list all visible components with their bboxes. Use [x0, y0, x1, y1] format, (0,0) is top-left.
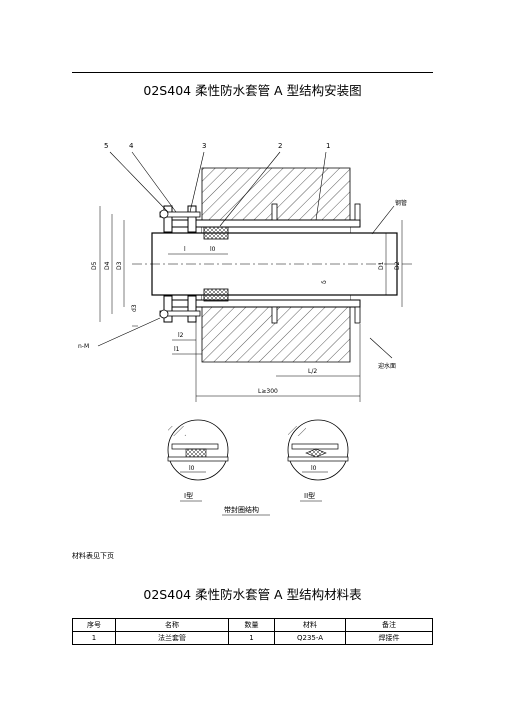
callout-2: 2: [278, 142, 282, 150]
wing-ring-bottom-b: [354, 306, 361, 324]
dim-l: l: [184, 246, 186, 253]
detail-1-dim: l0: [189, 465, 195, 472]
table-row: 1 法兰套管 1 Q235-A 焊接件: [72, 631, 433, 645]
table-cell: Q235-A: [274, 631, 346, 645]
nut-bottom: [159, 309, 169, 319]
header-cell: 数量: [228, 618, 275, 632]
nut-top: [159, 209, 169, 219]
dim-l-half: L/2: [308, 368, 317, 375]
materials-table: 序号 名称 数量 材料 备注 1 法兰套管 1 Q235-A 焊接件: [72, 618, 433, 645]
callout-1: 1: [326, 142, 330, 150]
table-title: 02S404 柔性防水套管 A 型结构材料表: [143, 587, 362, 602]
detail-2-dim: l0: [311, 465, 317, 472]
sleeve-bottom: [169, 299, 361, 308]
label-d4: D4: [104, 261, 111, 270]
label-d2: D2: [394, 261, 401, 270]
table-cell: 法兰套管: [115, 631, 229, 645]
header-cell: 名称: [115, 618, 229, 632]
dim-l0: l0: [210, 246, 216, 253]
header-cell: 材料: [274, 618, 346, 632]
label-delta: δ: [321, 280, 328, 284]
note-steel-pipe: 钢管: [395, 199, 407, 207]
seal-ring-top: [203, 226, 229, 240]
header-rule: [72, 72, 433, 73]
detail-title: 带封圈结构: [224, 505, 259, 514]
dim-n-m: n-M: [78, 343, 89, 350]
header-cell: 序号: [72, 618, 116, 632]
callout-4: 4: [129, 142, 134, 150]
label-d1: D1: [378, 261, 385, 270]
table-cell: 1: [228, 631, 275, 645]
wing-ring-bottom-a: [271, 306, 278, 324]
seal-ring-bottom: [203, 288, 229, 302]
dim-l1: l1: [174, 346, 180, 353]
installation-drawing: 5 4 3 2 1 D5 D4 D3 D1 D2 d3 δ l l0 l2 l1…: [78, 142, 412, 516]
header-cell: 备注: [345, 618, 433, 632]
flange-bottom: [163, 295, 173, 323]
note-next-page: 材料表见下页: [72, 552, 114, 560]
detail-type-2: l0: [287, 419, 349, 481]
dim-l2: l2: [178, 332, 184, 339]
detail-2-caption: II型: [304, 491, 315, 500]
table-cell: 焊接件: [345, 631, 433, 645]
wing-ring-top-b: [354, 203, 361, 221]
gland-bottom: [187, 295, 197, 323]
gland-top: [187, 205, 197, 233]
table-cell: 1: [72, 631, 116, 645]
drawing-title: 02S404 柔性防水套管 A 型结构安装图: [143, 83, 362, 98]
table-header-row: 序号 名称 数量 材料 备注: [72, 618, 433, 632]
detail-1-caption: I型: [184, 491, 193, 500]
callout-5: 5: [104, 142, 108, 150]
flange-top: [163, 205, 173, 233]
callout-3: 3: [202, 142, 206, 150]
note-water-side: 迎水面: [378, 362, 396, 370]
label-d3-small: d3: [131, 304, 138, 312]
detail-type-1: l0: [167, 419, 229, 481]
dim-l-total: L≥300: [258, 388, 278, 395]
label-d3: D3: [116, 261, 123, 270]
sleeve-top: [169, 219, 361, 228]
label-d5: D5: [91, 261, 98, 270]
wing-ring-top-a: [271, 203, 278, 221]
